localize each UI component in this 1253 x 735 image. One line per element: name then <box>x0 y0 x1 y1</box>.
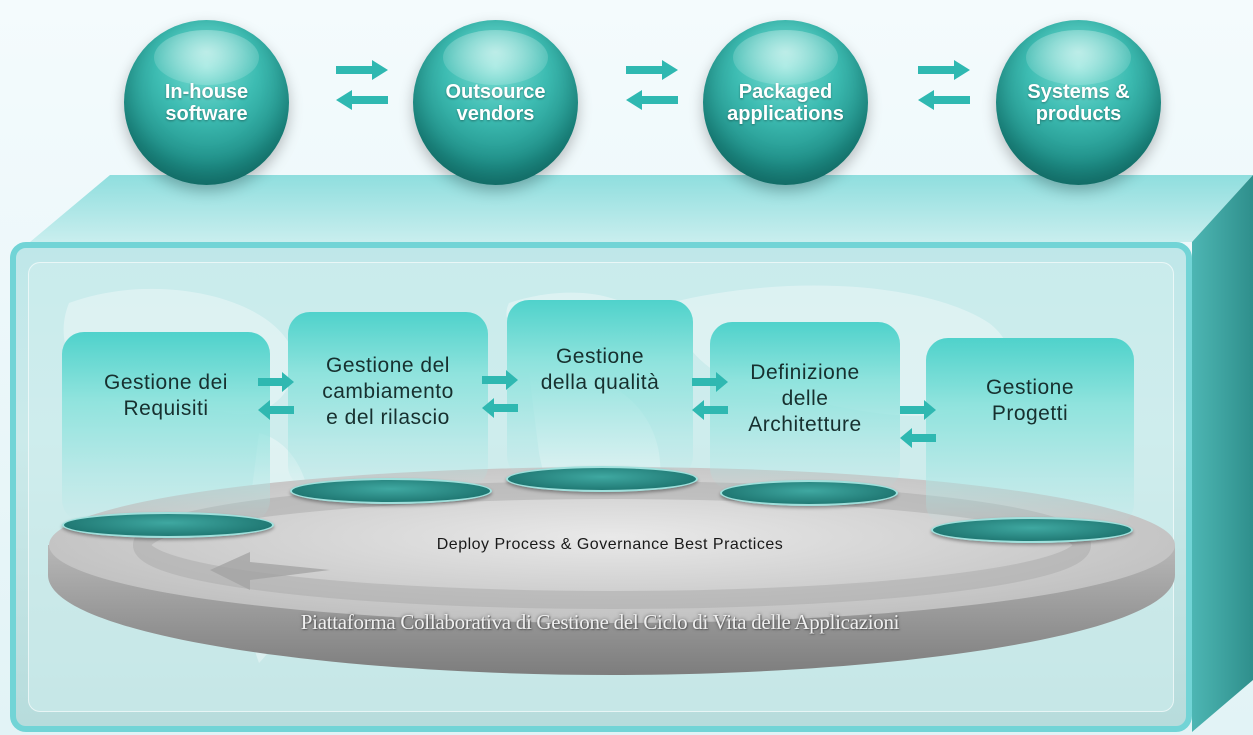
sphere-packaged-applications: Packaged applications <box>703 20 868 185</box>
cycle-arrow-icon <box>210 552 330 590</box>
sphere-label: Outsource vendors <box>445 80 546 125</box>
bidirectional-arrow-icon <box>336 60 388 110</box>
bidirectional-arrow-icon <box>482 370 518 418</box>
process-card-cambiamento <box>288 312 488 488</box>
process-label: Definizione delle Architetture <box>748 361 862 436</box>
process-disc <box>720 480 898 506</box>
process-label: Gestione del cambiamento e del rilascio <box>322 354 454 429</box>
sphere-systems-products: Systems & products <box>996 20 1161 185</box>
box-top-face <box>30 175 1253 242</box>
process-disc <box>931 517 1133 543</box>
process-disc <box>62 512 274 538</box>
box-right-face <box>1192 175 1253 732</box>
process-card-requisiti <box>62 332 270 522</box>
process-label: Gestione della qualità <box>540 345 660 394</box>
bidirectional-arrow-icon <box>918 60 970 110</box>
sphere-outsource-vendors: Outsource vendors <box>413 20 578 185</box>
process-card-progetti <box>926 338 1134 526</box>
sphere-in-house-software: In-house software <box>124 20 289 185</box>
process-label: Gestione Progetti <box>985 376 1075 425</box>
process-disc <box>506 466 698 492</box>
sphere-label: Packaged applications <box>727 80 844 125</box>
process-card-architetture <box>710 322 900 490</box>
bidirectional-arrow-icon <box>900 400 936 448</box>
bidirectional-arrow-icon <box>258 372 294 420</box>
bidirectional-arrow-icon <box>626 60 678 110</box>
process-card-qualita <box>507 300 693 478</box>
platform-title: Piattaforma Collaborativa di Gestione de… <box>300 610 900 634</box>
sphere-label: Systems & products <box>1027 80 1130 125</box>
process-label: Gestione dei Requisiti <box>104 371 228 420</box>
bidirectional-arrow-icon <box>692 372 728 420</box>
sphere-label: In-house software <box>164 80 249 125</box>
platform-caption: Deploy Process & Governance Best Practic… <box>436 536 784 553</box>
process-disc <box>290 478 492 504</box>
